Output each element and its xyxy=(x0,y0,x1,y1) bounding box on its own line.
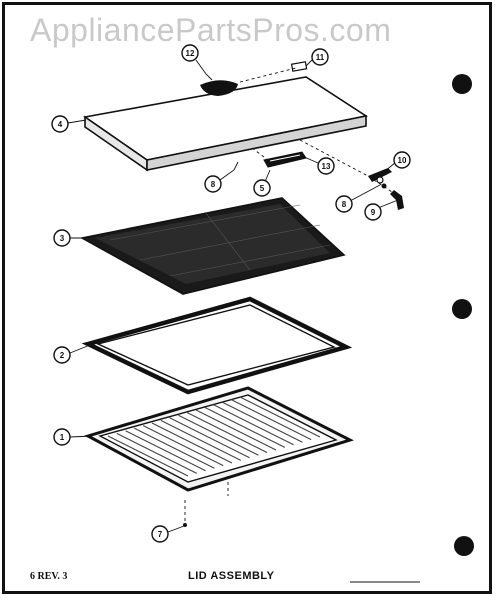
lid-panel xyxy=(82,76,369,172)
svg-text:10: 10 xyxy=(398,156,407,165)
liner-rib xyxy=(142,425,224,467)
liner-rib xyxy=(178,414,259,456)
svg-text:8: 8 xyxy=(211,180,216,189)
liner-rib xyxy=(107,435,189,477)
liner-rib xyxy=(125,430,206,472)
callout-8: 8 xyxy=(204,175,222,193)
revision-label: 6 REV. 3 xyxy=(30,571,68,582)
callout-4: 4 xyxy=(51,115,69,133)
handle-recess xyxy=(200,80,238,96)
liner-rib xyxy=(230,399,312,441)
liner-rib xyxy=(186,412,268,454)
binder-hole-top xyxy=(452,74,472,94)
svg-text:2: 2 xyxy=(60,351,65,360)
liner-rib xyxy=(160,419,242,461)
hinge-bracket xyxy=(263,151,307,168)
latch-part xyxy=(290,61,308,72)
callout-8: 8 xyxy=(335,195,353,213)
svg-text:11: 11 xyxy=(316,53,325,62)
callout-9: 9 xyxy=(364,203,382,221)
svg-text:5: 5 xyxy=(260,184,265,193)
gasket-frame xyxy=(81,296,353,395)
svg-text:1: 1 xyxy=(60,433,65,442)
svg-text:9: 9 xyxy=(371,208,376,217)
liner-rib xyxy=(213,404,294,446)
watermark: AppliancePartsPros.com xyxy=(30,12,392,48)
diagram-border xyxy=(2,2,492,594)
callout-10: 10 xyxy=(393,151,411,169)
svg-text:7: 7 xyxy=(158,530,163,539)
diagram-title: LID ASSEMBLY xyxy=(188,570,275,582)
liner-rib xyxy=(239,396,321,438)
callout-13: 13 xyxy=(317,157,335,175)
binder-hole-middle xyxy=(452,299,472,319)
liner-rib xyxy=(134,427,215,469)
svg-text:8: 8 xyxy=(342,200,347,209)
liner-rib xyxy=(151,422,233,464)
callout-3: 3 xyxy=(53,229,71,247)
binder-hole-bottom xyxy=(454,536,474,556)
liner-rib xyxy=(204,406,286,448)
callout-2: 2 xyxy=(53,346,71,364)
svg-text:3: 3 xyxy=(60,234,65,243)
liner-rib xyxy=(195,409,277,451)
insulation-panel xyxy=(79,197,346,295)
callout-5: 5 xyxy=(253,179,271,197)
callout-12: 12 xyxy=(181,44,199,62)
callout-1: 1 xyxy=(53,428,71,446)
liner-rib xyxy=(222,401,303,443)
callout-11: 11 xyxy=(311,48,329,66)
svg-text:4: 4 xyxy=(58,120,63,129)
lid-liner xyxy=(84,386,354,492)
svg-text:13: 13 xyxy=(322,162,331,171)
liner-rib xyxy=(169,417,250,459)
svg-text:12: 12 xyxy=(186,49,195,58)
liner-rib xyxy=(116,432,198,474)
callout-7: 7 xyxy=(151,525,169,543)
